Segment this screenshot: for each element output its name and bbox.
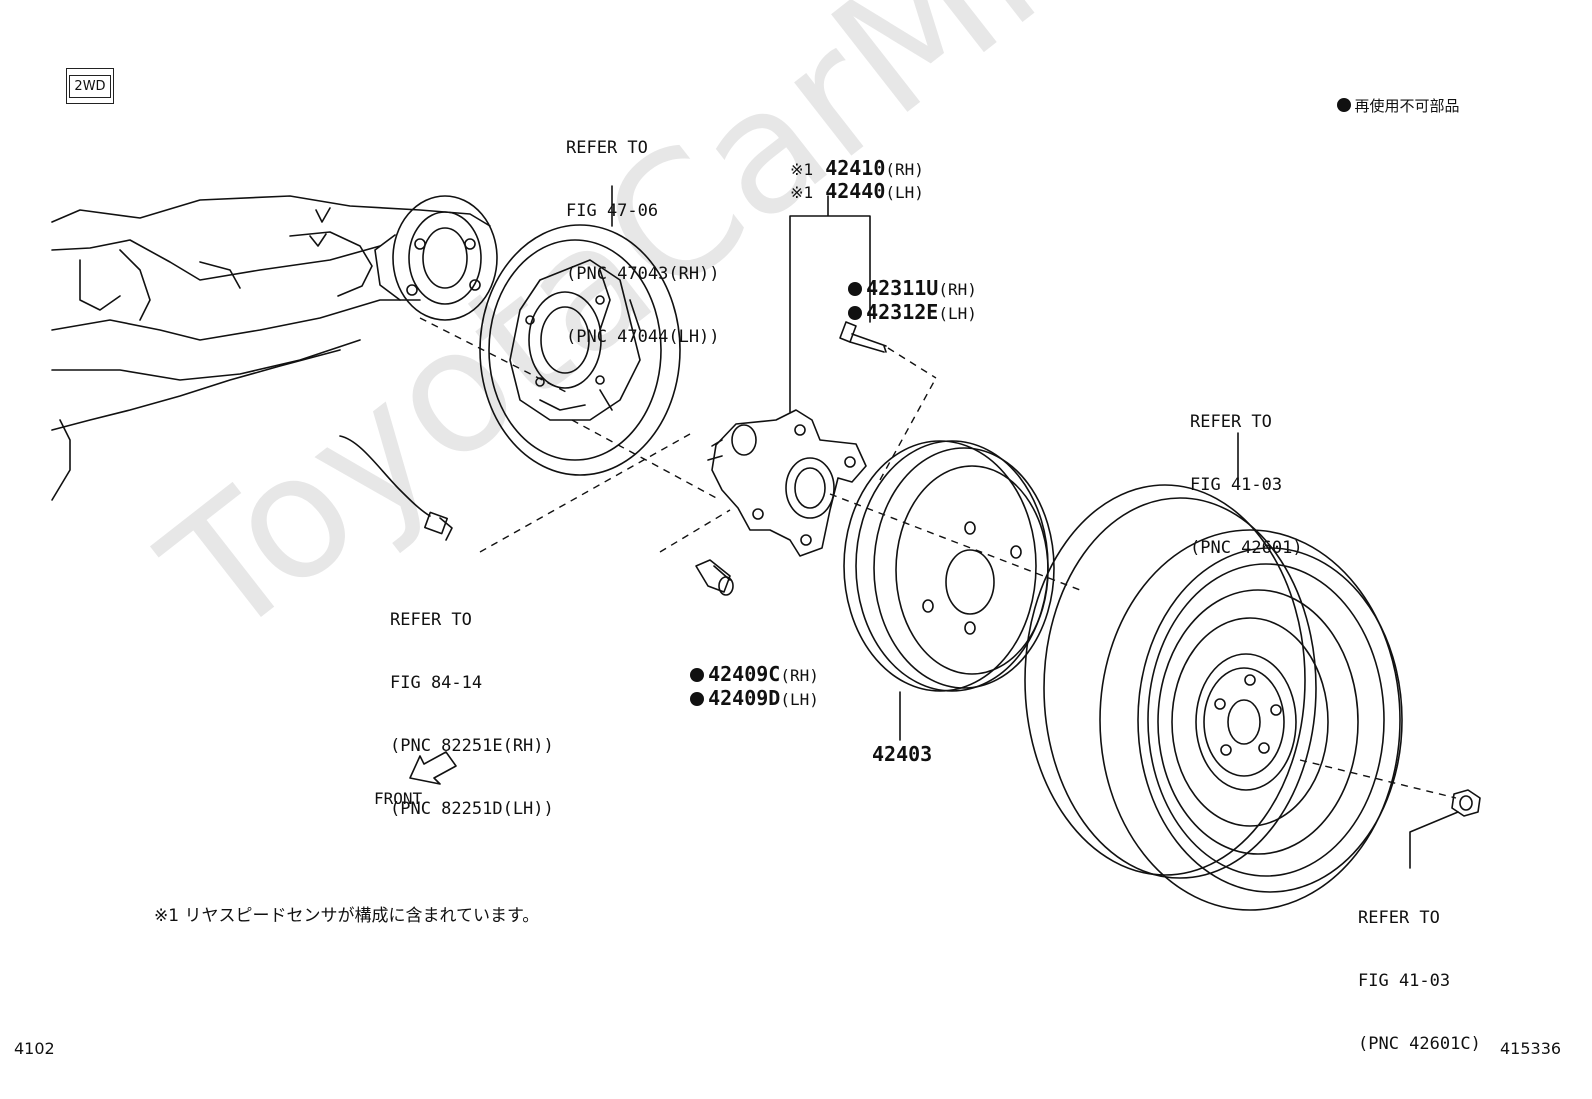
wheel (1024, 484, 1403, 911)
refer-nut: REFER TO FIG 41-03 (PNC 42601C) (1358, 908, 1481, 1054)
rear-axle-beam (51, 195, 498, 501)
brake-drum (843, 440, 1055, 692)
non-reusable-dot-icon (690, 692, 705, 706)
hub-part-lh: ※1 42440(LH) (790, 179, 924, 203)
refer-wheel: REFER TO FIG 41-03 (PNC 42601) (1190, 412, 1303, 558)
legend: 再使用不可部品 (1327, 75, 1460, 117)
axle-hub (707, 409, 867, 557)
non-reusable-dot-icon (1336, 98, 1351, 112)
non-reusable-dot-icon (848, 306, 863, 320)
refer-sensor: REFER TO FIG 84-14 (PNC 82251E(RH)) (PNC… (390, 610, 554, 819)
front-arrow (409, 751, 457, 785)
speed-sensor (339, 435, 453, 541)
hub-bolt (839, 321, 887, 353)
refer-backing-plate: REFER TO FIG 47-06 (PNC 47043(RH)) (PNC … (566, 138, 720, 347)
page-code-right: 415336 (1500, 1039, 1562, 1058)
non-reusable-dot-icon (848, 282, 863, 296)
mount-bolt-part-lh: 42409D(LH) (666, 662, 819, 710)
hub-part-rh: ※1 42410(RH) (790, 156, 924, 180)
page-code-left: 4102 (14, 1039, 55, 1058)
front-label: FRONT (374, 789, 423, 808)
brake-drum-part: 42403 (872, 742, 933, 766)
variant-badge: 2WD (66, 68, 114, 104)
mount-bolt (695, 559, 734, 596)
lug-nut (1451, 789, 1481, 817)
footnote: ※1 リヤスピードセンサが構成に含まれています。 (154, 906, 540, 926)
hub-bolt-part-rh: 42311U(RH) (824, 252, 977, 300)
mount-bolt-part-rh: 42409C(RH) (666, 638, 819, 686)
hub-bolt-part-lh: 42312E(LH) (824, 276, 977, 324)
brake-backing-plate (479, 224, 681, 476)
non-reusable-dot-icon (690, 668, 705, 682)
